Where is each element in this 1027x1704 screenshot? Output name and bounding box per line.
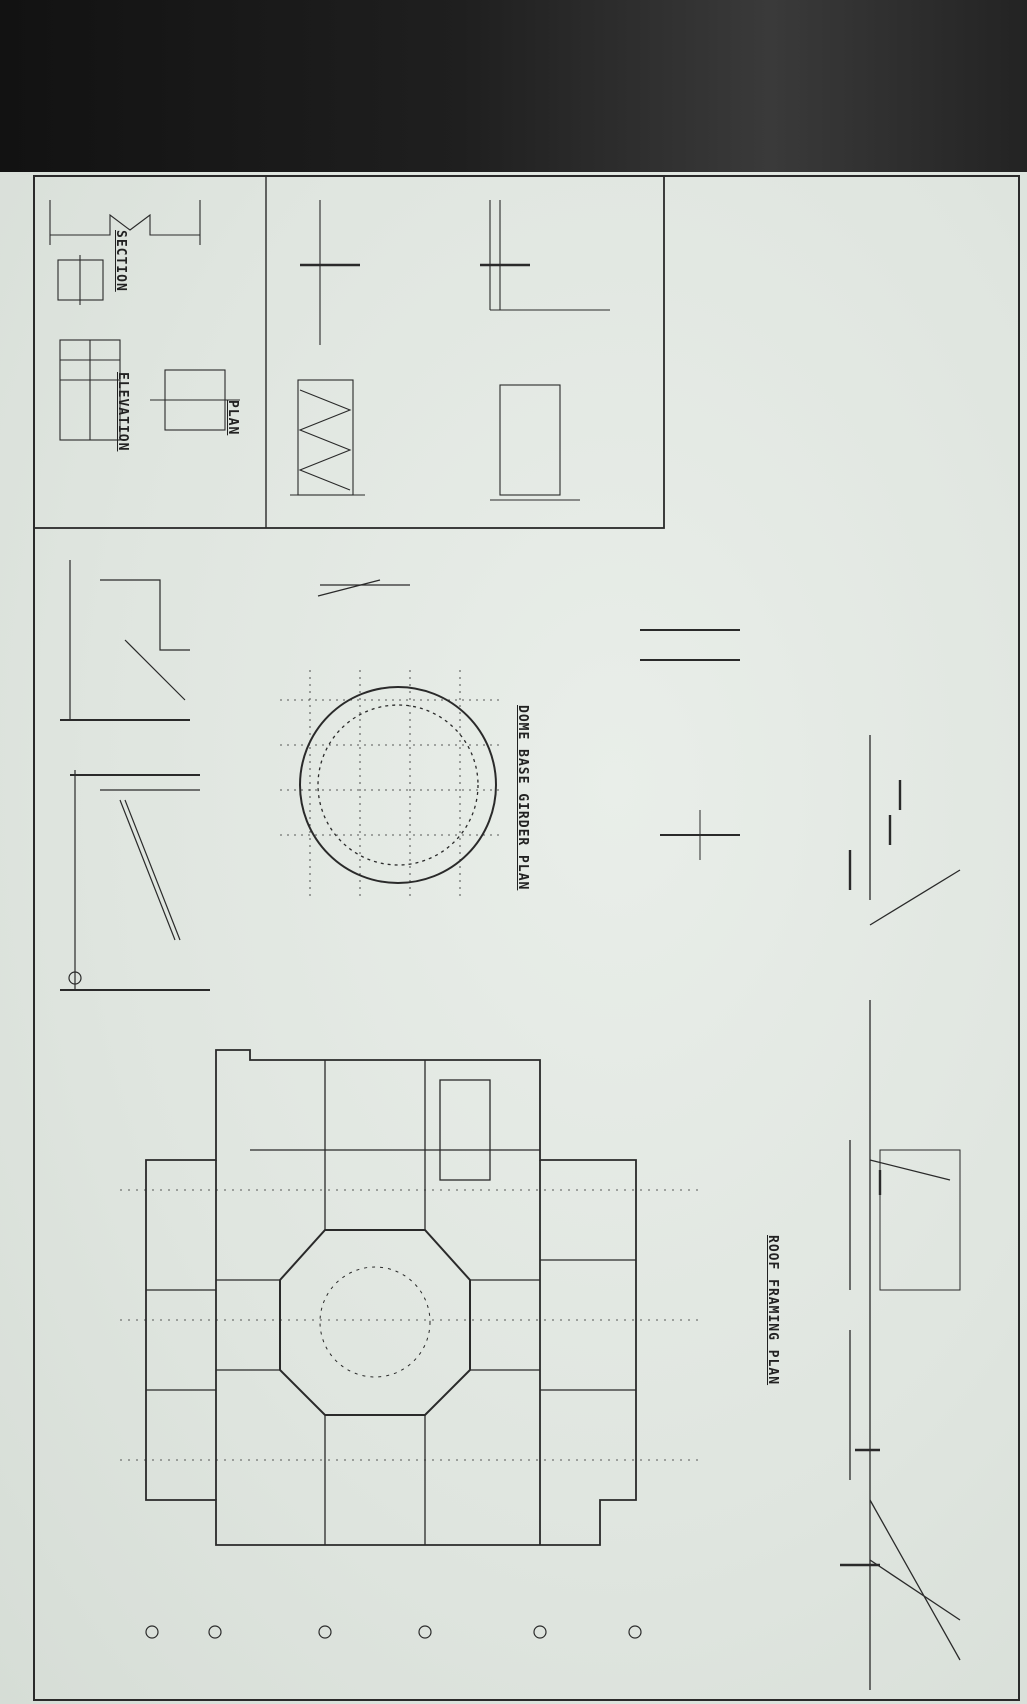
dome-base-title: DOME BASE GIRDER PLAN	[515, 705, 530, 891]
scanner-edge-band	[0, 0, 1027, 172]
grid-bubbles	[68, 971, 642, 1639]
bottom-sections	[640, 629, 961, 1690]
connection-details	[49, 200, 240, 441]
elevation-title: ELEVATION	[115, 372, 130, 452]
roof-framing-plan	[120, 1049, 700, 1546]
section-title: SECTION	[113, 230, 128, 292]
plan-title: PLAN	[225, 400, 240, 436]
roof-framing-title: ROOF FRAMING PLAN	[765, 1235, 780, 1386]
wall-sections	[60, 560, 410, 991]
steel-details	[290, 200, 610, 501]
dome-base-girder-plan	[280, 670, 500, 900]
details-panel	[33, 175, 665, 529]
drawing-paper	[0, 172, 1027, 1704]
sheet-border	[33, 175, 1020, 1701]
